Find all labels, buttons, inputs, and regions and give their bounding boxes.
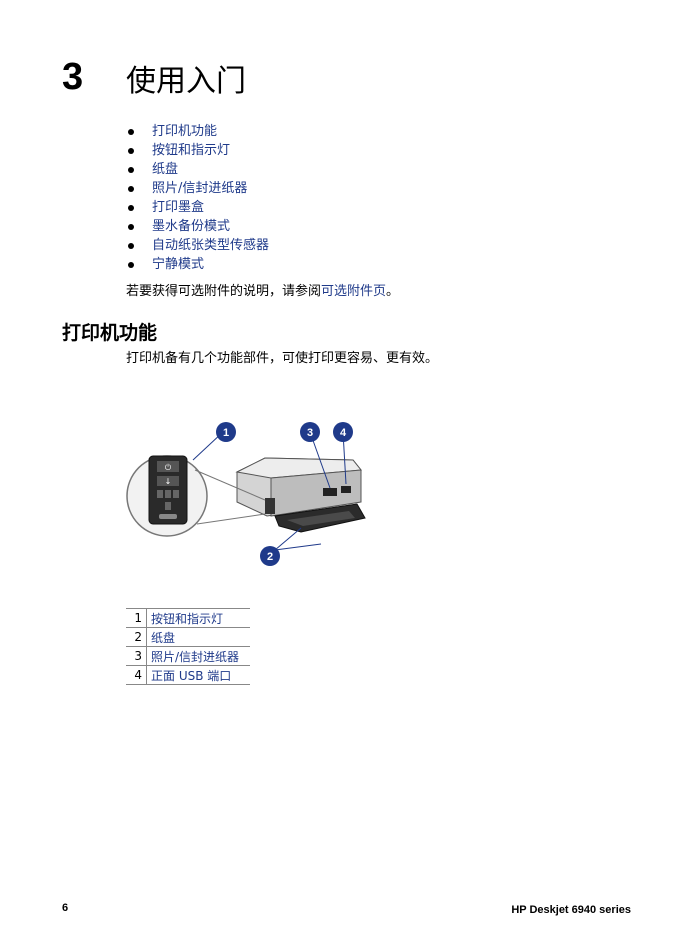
photo-button xyxy=(157,490,163,498)
power-icon: ⏻ xyxy=(165,463,172,472)
toc-item: 墨水备份模式 xyxy=(126,217,269,236)
zoom-line xyxy=(196,513,266,525)
network-button xyxy=(173,490,179,498)
bullet-icon xyxy=(128,204,134,211)
toc-link[interactable]: 照片/信封进纸器 xyxy=(152,181,248,196)
toc-item: 按钮和指示灯 xyxy=(126,141,269,160)
toc-link[interactable]: 打印墨盒 xyxy=(152,200,205,215)
callout-4 xyxy=(333,422,353,442)
toc-link[interactable]: 宁静模式 xyxy=(152,257,205,272)
callout-3-label: 3 xyxy=(307,427,313,439)
legend-number: 3 xyxy=(126,646,147,666)
toc-link[interactable]: 纸盘 xyxy=(152,162,179,177)
callout-4-label: 4 xyxy=(340,427,347,439)
bullet-icon xyxy=(128,242,134,249)
note-suffix: 。 xyxy=(386,284,400,299)
toc-link[interactable]: 打印机功能 xyxy=(152,124,218,139)
power-button xyxy=(157,461,179,472)
resume-button xyxy=(159,514,177,519)
zoom-line xyxy=(194,469,266,501)
callout-line xyxy=(274,527,302,551)
chapter-number: 3 xyxy=(62,56,84,98)
legend-label[interactable]: 按钮和指示灯 xyxy=(146,608,250,628)
bullet-icon xyxy=(128,147,134,154)
bullet-icon xyxy=(128,223,134,230)
chapter-toc: 打印机功能 按钮和指示灯 纸盘 照片/信封进纸器 打印墨盒 墨水备份模式 自动纸… xyxy=(126,122,269,274)
bullet-icon xyxy=(128,128,134,135)
photo-feeder xyxy=(323,488,337,496)
toc-item: 纸盘 xyxy=(126,160,269,179)
legend-label[interactable]: 照片/信封进纸器 xyxy=(146,646,250,666)
section-text: 打印机备有几个功能部件，可使打印更容易、更有效。 xyxy=(126,351,439,366)
callout-3 xyxy=(300,422,320,442)
toc-item: 打印墨盒 xyxy=(126,198,269,217)
note-prefix: 若要获得可选附件的说明，请参阅 xyxy=(126,284,322,299)
usb-port xyxy=(341,486,351,493)
legend-label[interactable]: 纸盘 xyxy=(146,627,250,647)
legend-number: 1 xyxy=(126,608,147,628)
cancel-button xyxy=(157,476,179,486)
bullet-icon xyxy=(128,166,134,173)
paper-tray-inner xyxy=(287,511,355,526)
accessories-note: 若要获得可选附件的说明，请参阅可选附件页。 xyxy=(126,280,399,299)
toc-item: 照片/信封进纸器 xyxy=(126,179,269,198)
bullet-icon xyxy=(128,261,134,268)
toc-link[interactable]: 按钮和指示灯 xyxy=(152,143,231,158)
accessories-link[interactable]: 可选附件页 xyxy=(321,284,387,299)
callout-1 xyxy=(216,422,236,442)
product-name: HP Deskjet 6940 series xyxy=(511,904,631,916)
toc-item: 自动纸张类型传感器 xyxy=(126,236,269,255)
bullet-icon xyxy=(128,185,134,192)
toc-link[interactable]: 墨水备份模式 xyxy=(152,219,231,234)
callout-line xyxy=(274,543,322,551)
callout-2 xyxy=(260,546,280,566)
printer-button-panel xyxy=(265,498,275,514)
toc-item: 打印机功能 xyxy=(126,122,269,141)
cancel-icon: ↓ xyxy=(165,477,172,486)
toc-link[interactable]: 自动纸张类型传感器 xyxy=(152,238,270,253)
callout-1-label: 1 xyxy=(223,427,229,439)
printer-top xyxy=(235,457,362,479)
printer-illustration: ⏻ ↓ 1 3 4 2 xyxy=(126,422,366,566)
legend-number: 4 xyxy=(126,665,147,685)
page-number: 6 xyxy=(62,902,69,914)
legend-number: 2 xyxy=(126,627,147,647)
toc-item: 宁静模式 xyxy=(126,255,269,274)
callout-2-label: 2 xyxy=(267,551,273,563)
legend-label: 正面 USB 端口 xyxy=(146,665,250,685)
chapter-title: 使用入门 xyxy=(126,64,246,99)
envelope-button xyxy=(165,490,171,498)
section-title: 打印机功能 xyxy=(62,322,158,344)
report-button xyxy=(165,502,171,510)
